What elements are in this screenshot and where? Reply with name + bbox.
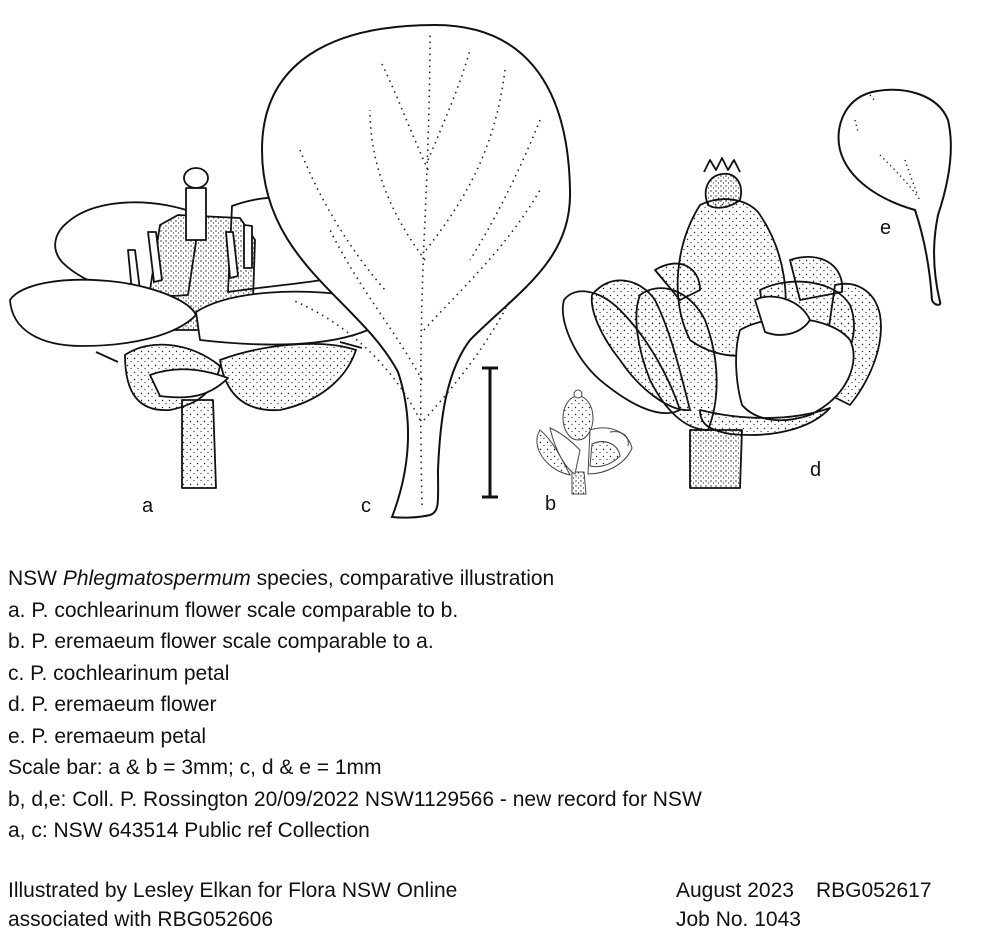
- petal-e-drawing: [837, 88, 952, 306]
- illustration-date: August 2023: [676, 879, 794, 902]
- caption-line: Scale bar: a & b = 3mm; c, d & e = 1mm: [8, 756, 382, 779]
- caption-line: e. P. eremaeum petal: [8, 724, 207, 748]
- record-code: RBG052617: [815, 879, 932, 902]
- figure-label-c: c: [361, 495, 371, 517]
- figure-label-d: d: [810, 459, 822, 481]
- date-and-code: August 2023 RBG052617: [676, 876, 932, 905]
- caption-genus: Phlegmatospermum: [62, 567, 251, 590]
- flower-d-drawing: [561, 157, 882, 489]
- illustration-svg: [9, 23, 952, 519]
- caption-title: NSW Phlegmatospermum species, comparativ…: [8, 563, 702, 595]
- caption-line: a. P. cochlearinum flower scale comparab…: [8, 598, 459, 622]
- caption-line: c. P. cochlearinum petal: [8, 661, 230, 685]
- figure-label-b: b: [545, 493, 557, 515]
- flower-b-drawing: [536, 389, 633, 495]
- caption-line: b, d,e: Coll. P. Rossington 20/09/2022 N…: [8, 787, 702, 811]
- illustrator-credit: Illustrated by Lesley Elkan for Flora NS…: [8, 879, 458, 902]
- botanical-plate: a c b d e: [9, 23, 952, 519]
- figure-label-a: a: [142, 495, 154, 517]
- figure-caption: NSW Phlegmatospermum species, comparativ…: [8, 563, 702, 847]
- footer-meta: August 2023 RBG052617 Job No. 1043: [676, 876, 932, 934]
- figure-label-e: e: [880, 217, 892, 239]
- associated-record: associated with RBG052606: [8, 908, 273, 931]
- job-number: Job No. 1043: [676, 908, 801, 931]
- petal-c-drawing: [260, 23, 572, 519]
- caption-line: d. P. eremaeum flower: [8, 693, 217, 716]
- scale-bar: [482, 366, 498, 499]
- caption-title-suffix: species, comparative illustration: [256, 567, 555, 590]
- footer-credits: Illustrated by Lesley Elkan for Flora NS…: [8, 876, 457, 934]
- caption-title-prefix: NSW: [8, 567, 57, 590]
- caption-line: a, c: NSW 643514 Public ref Collection: [8, 819, 370, 842]
- caption-line: b. P. eremaeum flower scale comparable t…: [8, 630, 434, 653]
